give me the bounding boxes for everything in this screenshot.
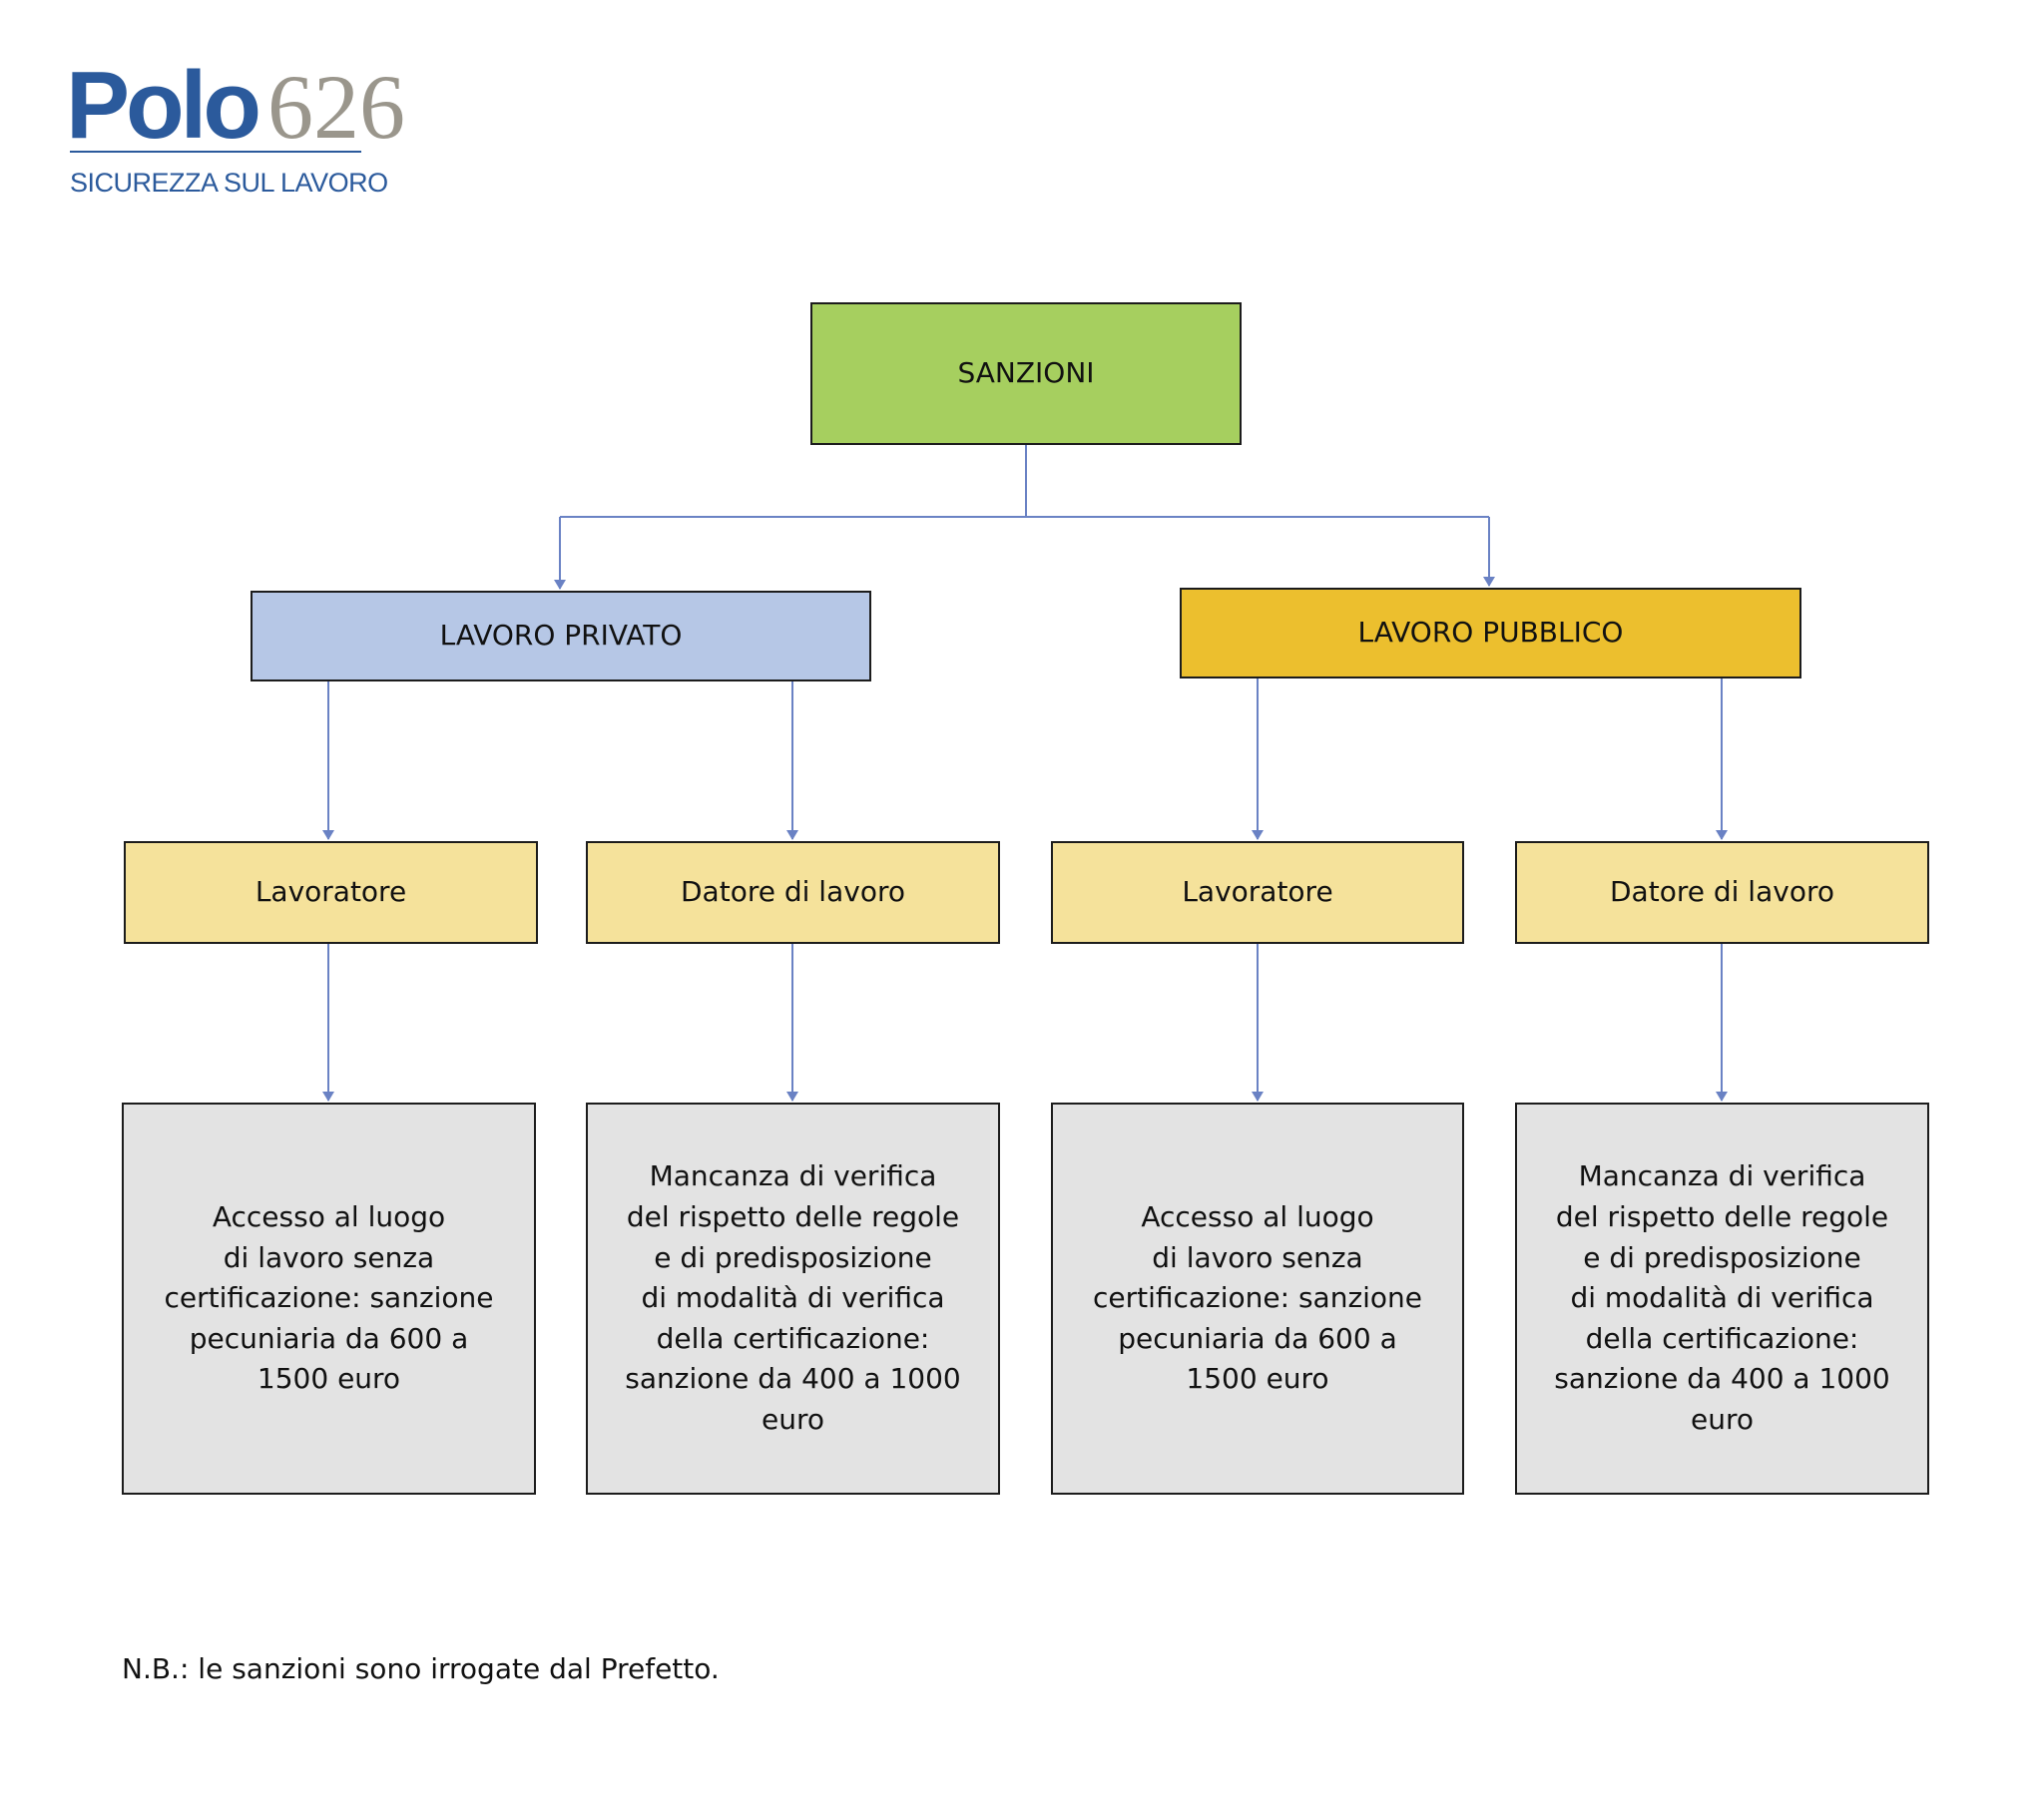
node-public-datore-label: Datore di lavoro bbox=[1610, 875, 1834, 909]
node-private-datore-label: Datore di lavoro bbox=[681, 875, 905, 909]
logo-tagline: SICUREZZA SUL LAVORO bbox=[70, 168, 388, 198]
node-lavoro-pubblico-label: LAVORO PUBBLICO bbox=[1357, 616, 1624, 650]
node-public-lavoratore-label: Lavoratore bbox=[1182, 875, 1333, 909]
node-private-datore-sanzione-text: Mancanza di verifica del rispetto delle … bbox=[625, 1159, 961, 1436]
node-private-lavoratore-sanzione: Accesso al luogo di lavoro senza certifi… bbox=[122, 1103, 536, 1495]
node-public-datore-sanzione-text: Mancanza di verifica del rispetto delle … bbox=[1554, 1159, 1890, 1436]
node-lavoro-pubblico: LAVORO PUBBLICO bbox=[1180, 588, 1801, 678]
node-private-lavoratore-label: Lavoratore bbox=[255, 875, 407, 909]
node-public-datore: Datore di lavoro bbox=[1515, 841, 1929, 944]
node-private-datore: Datore di lavoro bbox=[586, 841, 1000, 944]
logo-word: Polo bbox=[66, 52, 261, 159]
node-sanzioni: SANZIONI bbox=[810, 302, 1242, 445]
logo-underline bbox=[70, 151, 361, 153]
node-public-datore-sanzione: Mancanza di verifica del rispetto delle … bbox=[1515, 1103, 1929, 1495]
node-lavoro-privato: LAVORO PRIVATO bbox=[251, 591, 871, 681]
node-public-lavoratore-sanzione: Accesso al luogo di lavoro senza certifi… bbox=[1051, 1103, 1464, 1495]
footnote: N.B.: le sanzioni sono irrogate dal Pref… bbox=[122, 1652, 720, 1685]
node-public-lavoratore: Lavoratore bbox=[1051, 841, 1464, 944]
node-private-datore-sanzione: Mancanza di verifica del rispetto delle … bbox=[586, 1103, 1000, 1495]
node-public-lavoratore-sanzione-text: Accesso al luogo di lavoro senza certifi… bbox=[1092, 1200, 1423, 1396]
node-lavoro-privato-label: LAVORO PRIVATO bbox=[439, 619, 683, 653]
logo-number: 626 bbox=[266, 56, 405, 158]
node-sanzioni-label: SANZIONI bbox=[957, 356, 1095, 390]
node-private-lavoratore-sanzione-text: Accesso al luogo di lavoro senza certifi… bbox=[164, 1200, 494, 1396]
node-private-lavoratore: Lavoratore bbox=[124, 841, 538, 944]
